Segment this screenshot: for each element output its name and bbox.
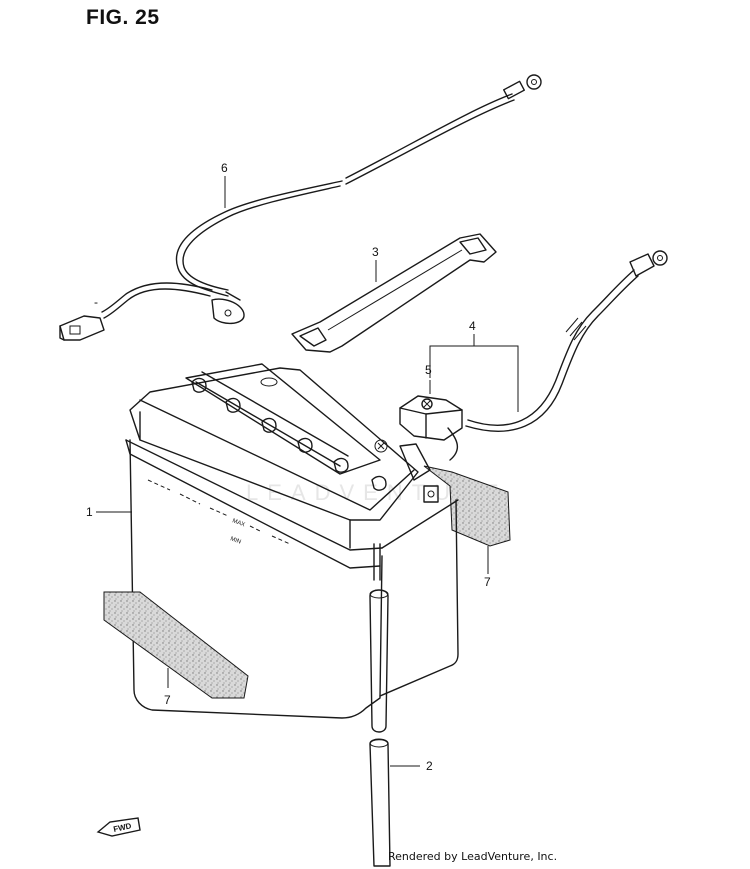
figure-title: FIG. 25	[86, 6, 160, 29]
terminal-cover	[399, 395, 463, 461]
callout-6: 6	[221, 161, 228, 175]
callout-1: 1	[86, 505, 93, 519]
callout-2: 2	[426, 759, 433, 773]
pad-rear	[423, 465, 511, 547]
pad-bottom	[103, 591, 249, 699]
callout-7-rear: 7	[484, 575, 491, 589]
positive-cable	[465, 250, 668, 432]
fwd-label: FWD	[113, 821, 133, 834]
footer-credit: Rendered by LeadVenture, Inc.	[388, 850, 558, 863]
callout-5: 5	[425, 363, 432, 377]
callout-3: 3	[372, 245, 379, 259]
max-level-label: MAX	[231, 518, 245, 528]
fwd-arrow-icon: FWD	[96, 817, 141, 837]
battery-strap	[291, 233, 497, 353]
min-level-label: MIN	[229, 536, 241, 545]
breather-hose	[369, 589, 391, 867]
battery: MAX MIN	[125, 363, 459, 719]
callout-4: 4	[469, 319, 476, 333]
callout-dash: -	[94, 295, 98, 309]
negative-cable	[59, 74, 542, 341]
callout-7-bottom: 7	[164, 693, 171, 707]
